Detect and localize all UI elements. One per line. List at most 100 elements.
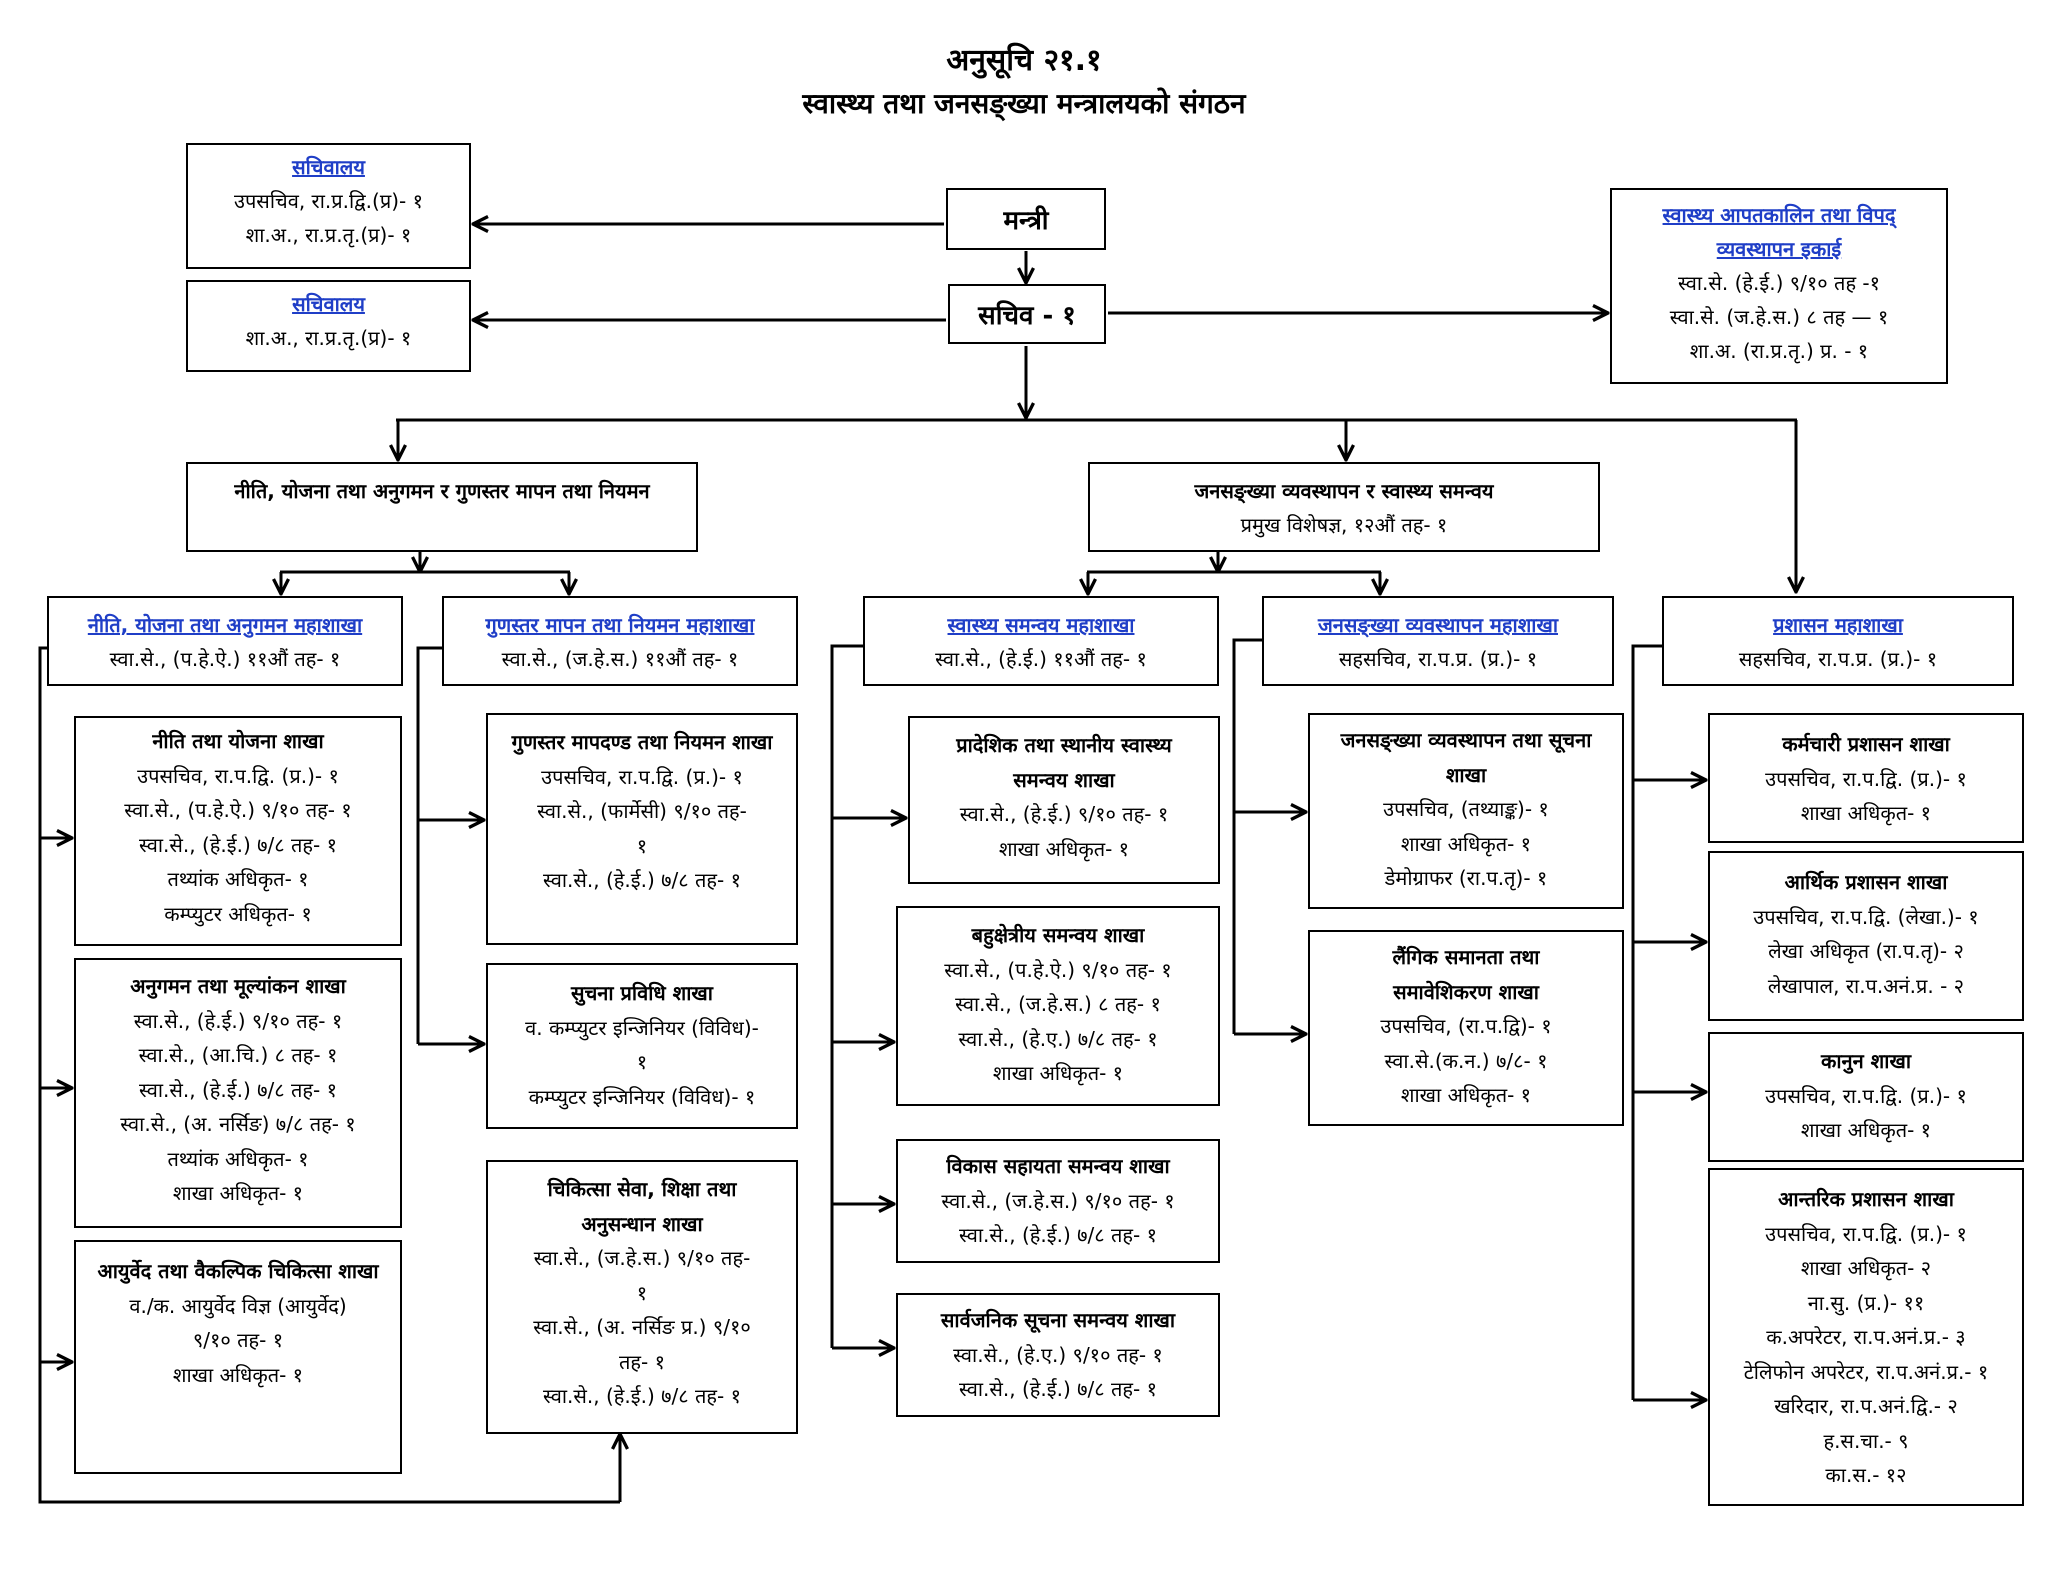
section-public-info-box: सार्वजनिक सूचना समन्वय शाखा स्वा.से., (ह…: [896, 1293, 1220, 1417]
staff-line: स्वा.से., (हे.ई.) ९/१० तह- १: [959, 802, 1169, 826]
staff-line: स्वा.से., (हे.ई.) ९/१० तह- १: [133, 1008, 343, 1033]
division-health-name[interactable]: स्वास्थ्य समन्वय महाशाखा: [947, 613, 1135, 637]
secretary-box: सचिव - १: [948, 284, 1106, 344]
section-dev-aid-box: विकास सहायता समन्वय शाखा स्वा.से., (ज.हे…: [896, 1139, 1220, 1263]
division-policy-name[interactable]: नीति, योजना तथा अनुगमन महाशाखा: [87, 613, 363, 637]
section-gender-name: लैंगिक समानता तथा समावेशिकरण शाखा: [1392, 945, 1540, 1004]
section-finance-box: आर्थिक प्रशासन शाखा उपसचिव, रा.प.द्वि. (…: [1708, 851, 2024, 1021]
staff-line: स्वा.से., (हे.ई.) ११औं तह- १: [935, 647, 1147, 671]
page-title: अनुसूचि २१.१: [946, 43, 1102, 78]
division-health-box: स्वास्थ्य समन्वय महाशाखा स्वा.से., (हे.ई…: [863, 596, 1219, 686]
staff-line: शाखा अधिकृत- २: [1800, 1256, 1932, 1280]
section-internal-admin-name: आन्तरिक प्रशासन शाखा: [1778, 1187, 1954, 1211]
section-pop-info-name: जनसङ्ख्या व्यवस्थापन तथा सूचना शाखा: [1340, 728, 1592, 787]
section-monitoring-name: अनुगमन तथा मूल्यांकन शाखा: [130, 974, 346, 998]
staff-line: ना.सु. (प्र.)- ११: [1807, 1290, 1925, 1315]
section-pop-info-box: जनसङ्ख्या व्यवस्थापन तथा सूचना शाखा उपसच…: [1308, 713, 1624, 909]
division-admin-box: प्रशासन महाशाखा सहसचिव, रा.प.प्र. (प्र.)…: [1662, 596, 2014, 686]
staff-line: कम्प्युटर इन्जिनियर (विविध)- १: [528, 1084, 756, 1109]
staff-line: १: [636, 833, 648, 858]
section-policy-plan-name: नीति तथा योजना शाखा: [152, 729, 324, 753]
staff-line: प्रमुख विशेषज्ञ, १२औं तह- १: [1240, 513, 1448, 537]
staff-line: शाखा अधिकृत- १: [998, 836, 1130, 861]
section-dev-aid-name: विकास सहायता समन्वय शाखा: [946, 1154, 1170, 1178]
staff-line: स्वा.से. (हे.ई.) ९/१० तह -१: [1677, 271, 1881, 295]
staff-line: सहसचिव, रा.प.प्र. (प्र.)- १: [1338, 647, 1538, 671]
staff-line: स्वा.से., (हे.ई.) ७/८ तह- १: [958, 1223, 1158, 1247]
section-finance-name: आर्थिक प्रशासन शाखा: [1784, 870, 1948, 894]
staff-line: शाखा अधिकृत- १: [172, 1181, 304, 1205]
emergency-unit-name[interactable]: स्वास्थ्य आपतकालिन तथा विपद् व्यवस्थापन …: [1662, 203, 1896, 261]
secretariat-1-box: सचिवालय उपसचिव, रा.प्र.द्वि.(प्र)- १ शा.…: [186, 143, 471, 269]
staff-line: शा.अ. (रा.प्र.तृ.) प्र. - १: [1689, 339, 1869, 363]
division-population-name[interactable]: जनसङ्ख्या व्यवस्थापन महाशाखा: [1317, 613, 1559, 637]
staff-line: शाखा अधिकृत- १: [1800, 801, 1932, 825]
section-staff-admin-name: कर्मचारी प्रशासन शाखा: [1782, 732, 1950, 756]
section-provincial-box: प्रादेशिक तथा स्थानीय स्वास्थ्य समन्वय श…: [908, 716, 1220, 884]
staff-line: क.अपरेटर, रा.प.अनं.प्र.- ३: [1766, 1325, 1966, 1349]
section-multisector-box: बहुक्षेत्रीय समन्वय शाखा स्वा.से., (प.हे…: [896, 906, 1220, 1106]
staff-line: खरिदार, रा.प.अनं.द्वि.- २: [1774, 1394, 1958, 1418]
division-policy-trunk: [38, 646, 620, 1504]
staff-line: स्वा.से., (प.हे.ऐ.) ९/१० तह- १: [124, 798, 352, 822]
section-ayurveda-box: आयुर्वेद तथा वैकल्पिक चिकित्सा शाखा व./क…: [74, 1240, 402, 1474]
secretariat-1-name[interactable]: सचिवालय: [292, 155, 365, 179]
staff-line: लेखापाल, रा.प.अनं.प्र. - २: [1767, 973, 1965, 998]
section-law-name: कानुन शाखा: [1820, 1049, 1912, 1073]
staff-line: स्वा.से., (ज.हे.स.) ९/१० तह- १: [941, 1188, 1175, 1213]
staff-line: उपसचिव, रा.प.द्वि. (प्र.)- १: [137, 763, 339, 788]
staff-line: शाखा अधिकृत- १: [1800, 1118, 1932, 1142]
division-admin-trunk: [1631, 644, 1662, 1400]
staff-line: उपसचिव, रा.प.द्वि. (प्र.)- १: [1765, 766, 1967, 791]
staff-line: शाखा अधिकृत- १: [172, 1362, 304, 1387]
staff-line: शा.अ., रा.प्र.तृ.(प्र)- १: [245, 326, 412, 350]
staff-line: स्वा.से., (हे.ई.) ७/८ तह- १: [138, 1077, 338, 1102]
section-provincial-name: प्रादेशिक तथा स्थानीय स्वास्थ्य समन्वय श…: [956, 733, 1172, 792]
division-quality-trunk: [416, 646, 442, 1044]
staff-line: स्वा.से. (ज.हे.स.) ८ तह — १: [1669, 305, 1889, 329]
staff-line: स्वा.से., (ज.हे.स.) ८ तह- १: [955, 992, 1161, 1016]
division-policy-box: नीति, योजना तथा अनुगमन महाशाखा स्वा.से.,…: [47, 596, 403, 686]
group-population-box: जनसङ्ख्या व्यवस्थापन र स्वास्थ्य समन्वय …: [1088, 462, 1600, 552]
staff-line: उपसचिव, रा.प.द्वि. (प्र.)- १: [541, 764, 743, 789]
staff-line: स्वा.से., (फार्मेसी) ९/१० तह-: [537, 799, 747, 823]
staff-line: उपसचिव, रा.प.द्वि. (लेखा.)- १: [1753, 904, 1979, 929]
staff-line: स्वा.से.(क.न.) ७/८- १: [1384, 1048, 1548, 1073]
staff-line: उपसचिव, रा.प्र.द्वि.(प्र)- १: [233, 189, 423, 213]
staff-line: उपसचिव, रा.प.द्वि. (प्र.)- १: [1765, 1083, 1967, 1108]
secretariat-2-name[interactable]: सचिवालय: [292, 292, 365, 316]
section-quality-standard-box: गुणस्तर मापदण्ड तथा नियमन शाखा उपसचिव, र…: [486, 713, 798, 945]
group-population-name: जनसङ्ख्या व्यवस्थापन र स्वास्थ्य समन्वय: [1194, 479, 1494, 503]
group-policy-box: नीति, योजना तथा अनुगमन र गुणस्तर मापन तथ…: [186, 462, 698, 552]
section-policy-plan-box: नीति तथा योजना शाखा उपसचिव, रा.प.द्वि. (…: [74, 716, 402, 946]
section-quality-standard-name: गुणस्तर मापदण्ड तथा नियमन शाखा: [511, 730, 773, 754]
staff-line: स्वा.से., (ज.हे.स.) ९/१० तह-: [533, 1246, 751, 1270]
staff-line: तथ्यांक अधिकृत- १: [167, 867, 309, 891]
staff-line: १: [636, 1280, 648, 1305]
section-multisector-name: बहुक्षेत्रीय समन्वय शाखा: [971, 923, 1145, 947]
section-medical-box: चिकित्सा सेवा, शिक्षा तथा अनुसन्धान शाखा…: [486, 1160, 798, 1434]
staff-line: लेखा अधिकृत (रा.प.तृ)- २: [1768, 939, 1964, 963]
staff-line: ९/१० तह- १: [192, 1328, 284, 1352]
staff-line: स्वा.से., (हे.ए.) ९/१० तह- १: [953, 1342, 1163, 1367]
staff-line: १: [636, 1050, 648, 1074]
section-monitoring-box: अनुगमन तथा मूल्यांकन शाखा स्वा.से., (हे.…: [74, 958, 402, 1228]
division-admin-name[interactable]: प्रशासन महाशाखा: [1773, 613, 1903, 637]
staff-line: तथ्यांक अधिकृत- १: [167, 1146, 309, 1171]
section-medical-name: चिकित्सा सेवा, शिक्षा तथा अनुसन्धान शाखा: [547, 1177, 737, 1236]
division-quality-box: गुणस्तर मापन तथा नियमन महाशाखा स्वा.से.,…: [442, 596, 798, 686]
staff-line: शा.अ., रा.प्र.तृ.(प्र)- १: [245, 223, 412, 247]
staff-line: शाखा अधिकृत- १: [992, 1061, 1124, 1085]
section-staff-admin-box: कर्मचारी प्रशासन शाखा उपसचिव, रा.प.द्वि.…: [1708, 713, 2024, 843]
division-population-trunk: [1232, 638, 1262, 1034]
staff-line: तह- १: [619, 1349, 665, 1374]
staff-line: स्वा.से., (हे.ई.) ७/८ तह- १: [542, 868, 742, 892]
division-quality-name[interactable]: गुणस्तर मापन तथा नियमन महाशाखा: [485, 613, 755, 637]
division-population-box: जनसङ्ख्या व्यवस्थापन महाशाखा सहसचिव, रा.…: [1262, 596, 1614, 686]
secretariat-2-box: सचिवालय शा.अ., रा.प्र.तृ.(प्र)- १: [186, 280, 471, 372]
section-public-info-name: सार्वजनिक सूचना समन्वय शाखा: [940, 1308, 1176, 1332]
section-ayurveda-name: आयुर्वेद तथा वैकल्पिक चिकित्सा शाखा: [97, 1259, 379, 1283]
staff-line: स्वा.से., (हे.ए.) ७/८ तह- १: [958, 1026, 1158, 1051]
